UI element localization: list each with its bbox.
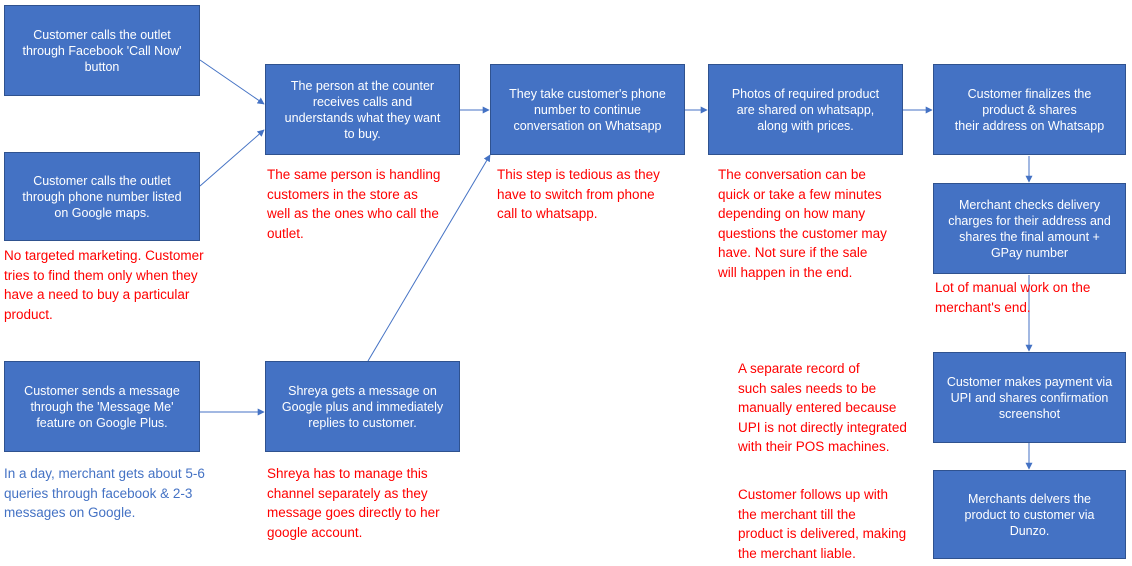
tedious-step-note: This step is tedious as they have to swi… xyxy=(497,167,660,221)
no-targeting-note: No targeted marketing. Customer tries to… xyxy=(4,248,204,322)
same-person-note: The same person is handling customers in… xyxy=(267,167,441,241)
shreya-message-box: Shreya gets a message on Google plus and… xyxy=(265,361,460,452)
shreya-channel-note: Shreya has to manage this channel separa… xyxy=(267,466,440,540)
daily-queries-note: In a day, merchant gets about 5-6 querie… xyxy=(4,466,205,520)
maps-call-box: Customer calls the outlet through phone … xyxy=(4,152,200,241)
arrow-facebook-to-counter xyxy=(199,59,265,105)
conversation-time-note: The conversation can be quick or take a … xyxy=(718,167,887,280)
arrow-shreya-to-whatsapp xyxy=(367,154,491,362)
counter-person-box: The person at the counter receives calls… xyxy=(265,64,460,155)
facebook-call-box: Customer calls the outlet through Facebo… xyxy=(4,5,200,96)
arrow-maps-to-counter xyxy=(199,129,265,187)
whatsapp-number-box: They take customer's phone number to con… xyxy=(490,64,685,155)
photos-shared-box: Photos of required product are shared on… xyxy=(708,64,903,155)
manual-work-note: Lot of manual work on the merchant's end… xyxy=(935,280,1091,315)
follow-up-note: Customer follows up with the merchant ti… xyxy=(738,487,907,561)
delivery-charges-box: Merchant checks delivery charges for the… xyxy=(933,183,1126,274)
delivery-box: Merchants delvers the product to custome… xyxy=(933,470,1126,559)
separate-record-note: A separate record of such sales needs to… xyxy=(738,361,907,454)
finalize-product-box: Customer finalizes the product & shares … xyxy=(933,64,1126,155)
google-message-box: Customer sends a message through the 'Me… xyxy=(4,361,200,452)
payment-box: Customer makes payment via UPI and share… xyxy=(933,352,1126,443)
